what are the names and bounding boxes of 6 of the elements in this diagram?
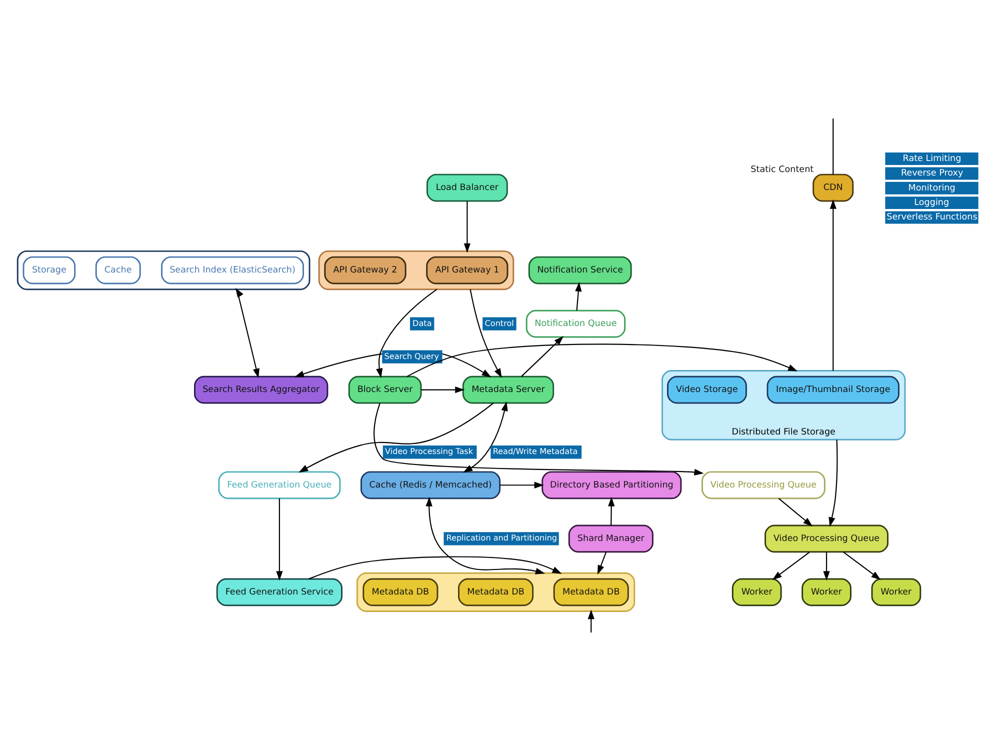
label: Rate Limiting — [902, 154, 962, 164]
label: Logging — [914, 198, 950, 208]
label: Serverless Functions — [886, 212, 978, 222]
label: Reverse Proxy — [900, 168, 964, 178]
node-label: Static Content — [750, 164, 814, 175]
label: Monitoring — [908, 182, 956, 193]
